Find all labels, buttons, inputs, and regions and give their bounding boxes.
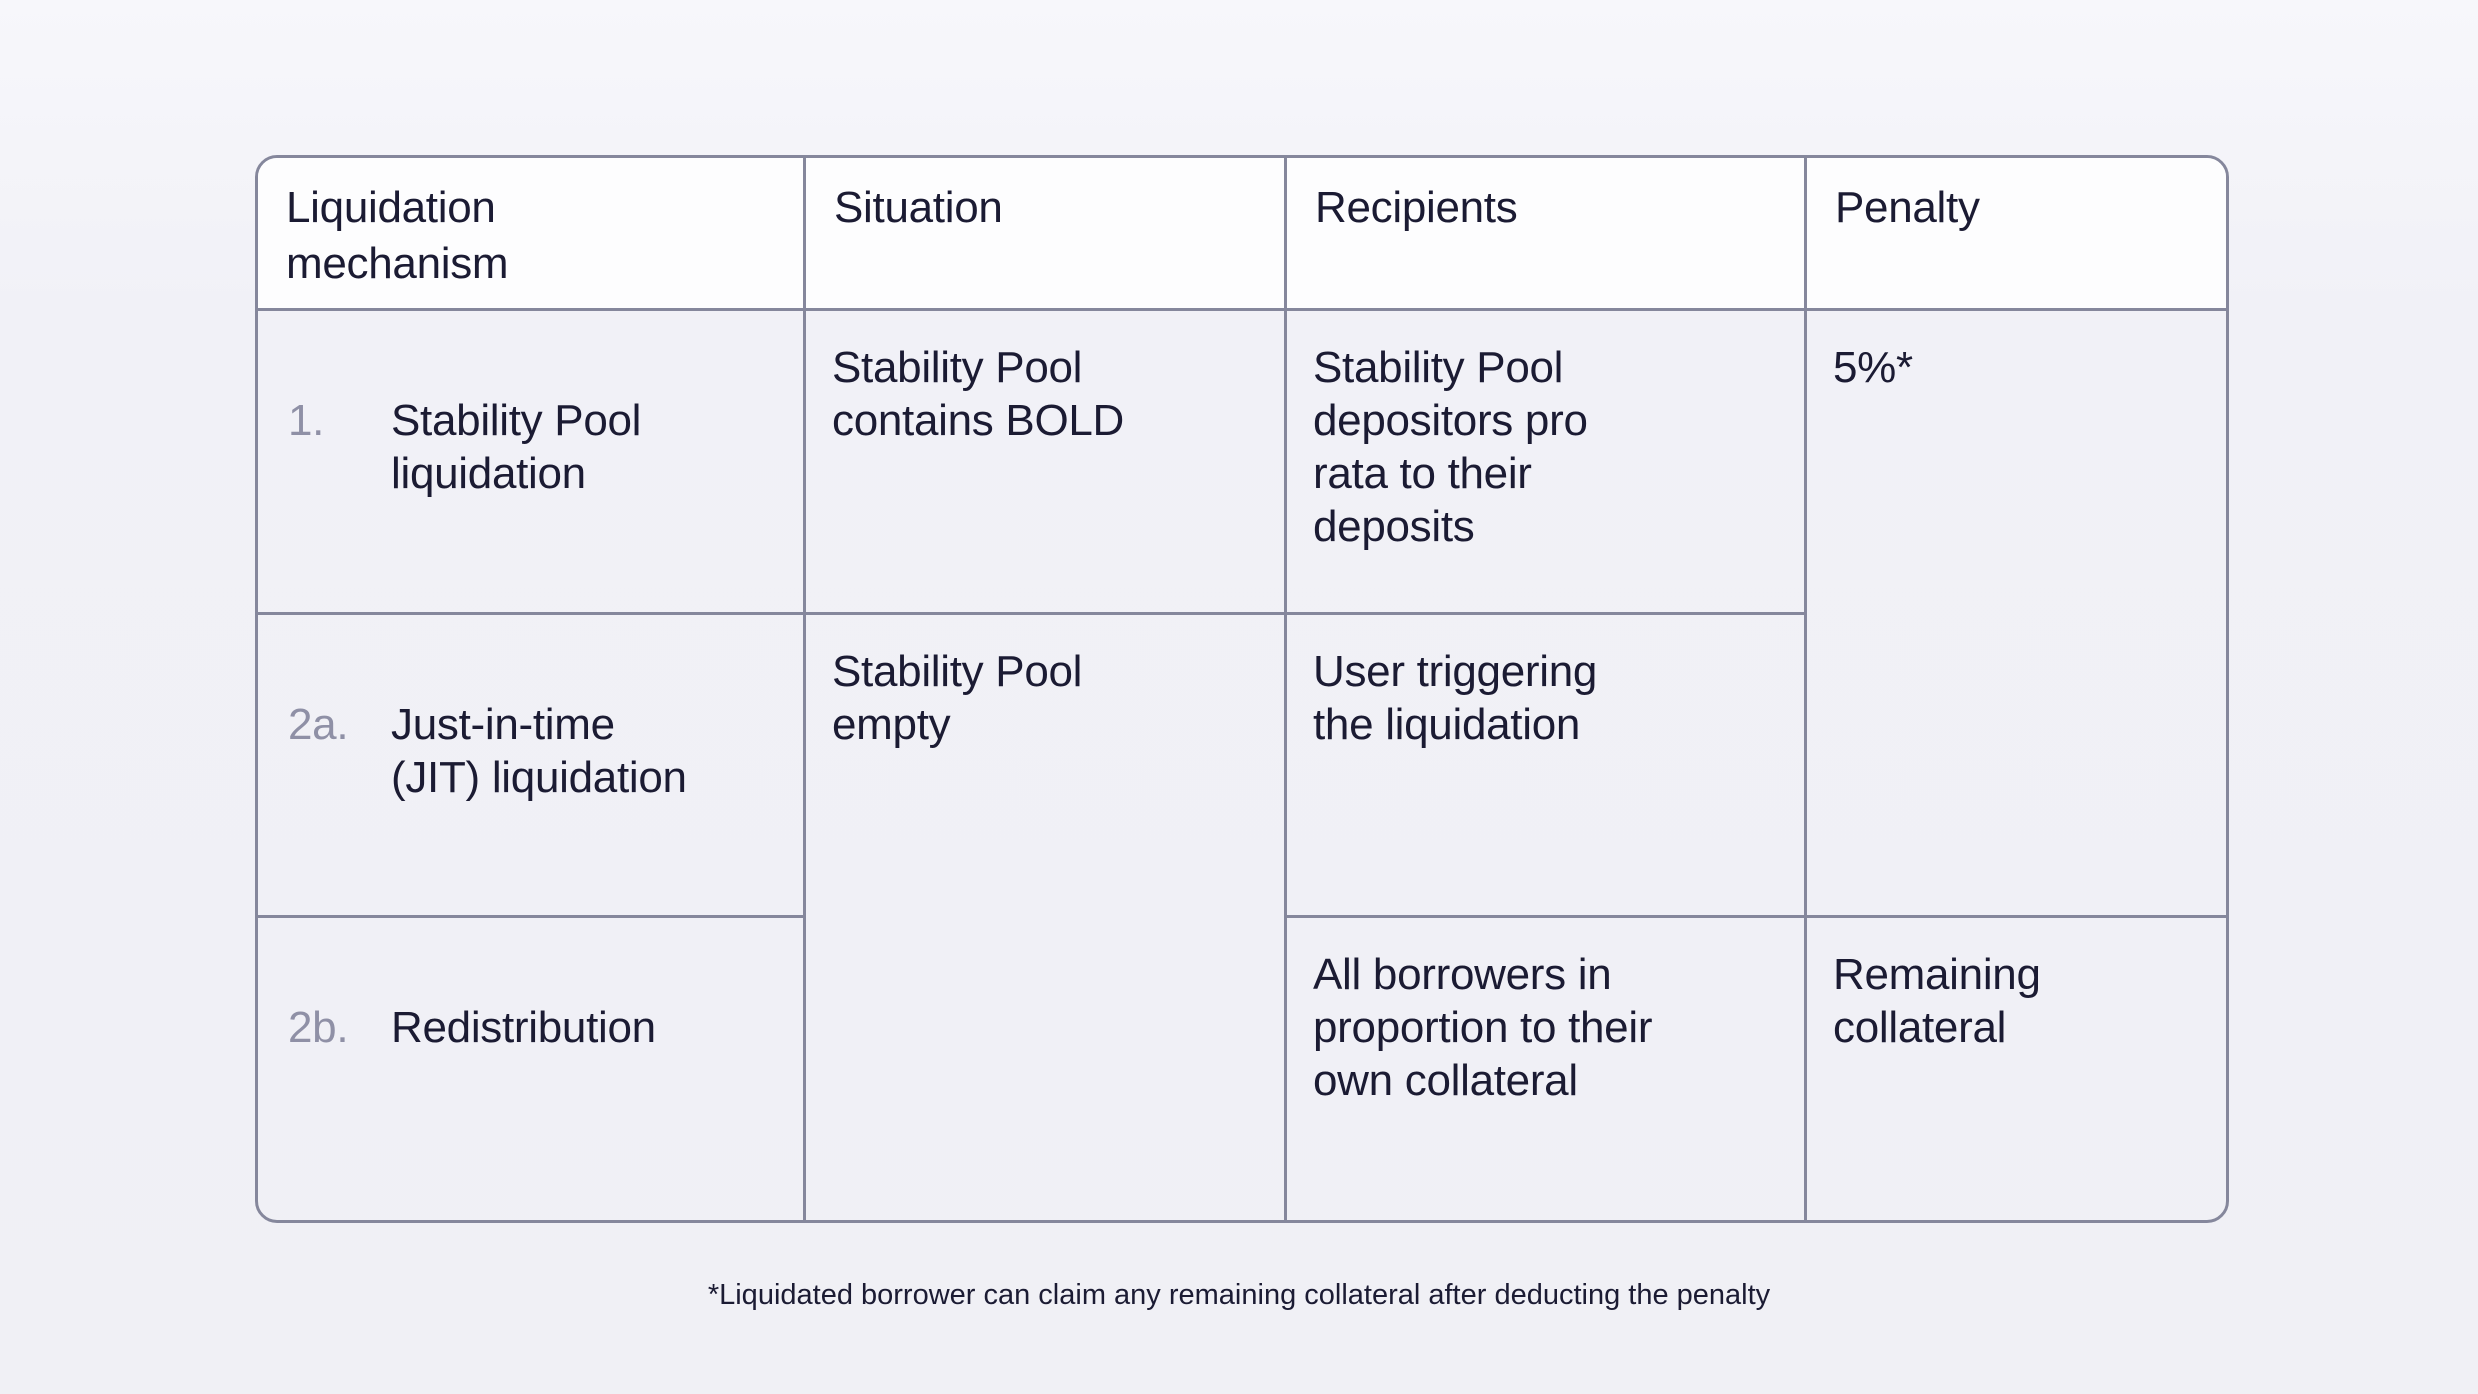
mechanism-content: 2b. Redistribution [288, 1001, 779, 1054]
mechanism-label: Just-in-time (JIT) liquidation [391, 700, 687, 802]
mechanism-cell: 1. Stability Pool liquidation [258, 311, 806, 615]
mechanism-cell: 2b. Redistribution [258, 918, 806, 1220]
recipients-cell: User triggering the liquidation [1287, 615, 1807, 918]
recipients-cell: All borrowers in proportion to their own… [1287, 918, 1807, 1220]
liquidation-mechanisms-table: Liquidation mechanism Situation Recipien… [255, 155, 2229, 1223]
column-header-penalty: Penalty [1807, 158, 2226, 311]
penalty-cell-spanning: 5%* [1807, 311, 2226, 918]
table-row-stability-pool-liquidation: 1. Stability Pool liquidation Stability … [258, 311, 2226, 918]
row-number: 2a. [288, 700, 349, 749]
mechanism-label: Stability Pool liquidation [391, 396, 642, 498]
column-header-situation: Situation [806, 158, 1287, 311]
header-row: Liquidation mechanism Situation Recipien… [258, 158, 2226, 311]
table-row-jit-liquidation: 2a. Just-in-time (JIT) liquidation Stabi… [258, 615, 2226, 1220]
row-number: 2b. [288, 1003, 349, 1052]
mechanism-cell: 2a. Just-in-time (JIT) liquidation [258, 615, 806, 918]
mechanism-content: 1. Stability Pool liquidation [288, 394, 779, 500]
row-number: 1. [288, 396, 325, 445]
situation-cell-spanning: Stability Pool empty [806, 615, 1287, 1220]
recipients-cell: Stability Pool depositors pro rata to th… [1287, 311, 1807, 615]
footnote: *Liquidated borrower can claim any remai… [707, 1279, 1771, 1311]
penalty-cell: Remaining collateral [1833, 950, 2041, 1052]
mechanism-label: Redistribution [391, 1003, 656, 1052]
table-row-redistribution: 2b. Redistribution All borrowers in prop… [258, 918, 2226, 1220]
mechanism-content: 2a. Just-in-time (JIT) liquidation [288, 698, 779, 804]
situation-cell: Stability Pool contains BOLD [806, 311, 1287, 615]
column-header-liquidation-mechanism: Liquidation mechanism [258, 158, 806, 311]
column-header-recipients: Recipients [1287, 158, 1807, 311]
